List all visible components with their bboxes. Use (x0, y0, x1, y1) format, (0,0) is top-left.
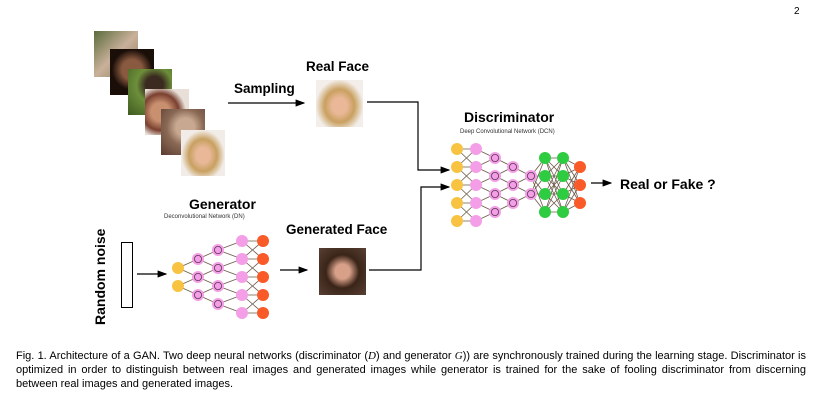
sampling-label: Sampling (234, 81, 295, 96)
discriminator-conv-node (557, 170, 569, 182)
generator-hidden-node (236, 289, 248, 301)
random-noise-vector (121, 242, 133, 308)
discriminator-hidden-node (489, 206, 501, 218)
generator-input-node (172, 262, 184, 274)
generator-title: Generator (189, 196, 256, 212)
discriminator-hidden-node (507, 179, 519, 191)
generator-hidden-node-ring (193, 272, 202, 281)
discriminator-output-node (574, 161, 586, 173)
generator-hidden-node-ring (193, 290, 202, 299)
generator-hidden-node-ring (213, 299, 222, 308)
discriminator-hidden-node (489, 188, 501, 200)
discriminator-input-node (451, 215, 463, 227)
generator-input-node (172, 280, 184, 292)
generator-output-node (257, 271, 269, 283)
discriminator-hidden-node-ring (490, 171, 499, 180)
generator-hidden-node (192, 271, 204, 283)
discriminator-hidden-node-ring (490, 207, 499, 216)
discriminator-hidden-node (525, 170, 537, 182)
dataset-face-6 (181, 130, 225, 176)
generator-hidden-node (236, 253, 248, 265)
generator-hidden-node-ring (213, 263, 222, 272)
generator-output-node (257, 235, 269, 247)
generator-output-node (257, 253, 269, 265)
discriminator-hidden-node (489, 152, 501, 164)
real-face-label: Real Face (306, 59, 370, 74)
discriminator-conv-node (539, 206, 551, 218)
network-edge (544, 157, 564, 213)
discriminator-input-node (451, 161, 463, 173)
generated-face-label: Generated Face (286, 222, 388, 237)
real-or-fake-label: Real or Fake ? (620, 176, 716, 192)
network-edge (530, 157, 546, 195)
discriminator-hidden-node-ring (490, 153, 499, 162)
generator-output-node (257, 307, 269, 319)
discriminator-hidden-node-ring (508, 180, 517, 189)
gan-architecture-figure: Sampling Real Face Discriminator Deep Co… (92, 31, 716, 325)
figure-caption: Fig. 1. Architecture of a GAN. Two deep … (16, 350, 807, 391)
generator-hidden-node-ring (213, 245, 222, 254)
generator-hidden-node (236, 271, 248, 283)
discriminator-conv-node (539, 170, 551, 182)
generator-hidden-node (236, 307, 248, 319)
generated-face-to-discriminator-arrow (369, 183, 451, 271)
discriminator-conv-node (539, 152, 551, 164)
discriminator-conv-node (557, 206, 569, 218)
discriminator-hidden-node (489, 170, 501, 182)
discriminator-input-node (451, 179, 463, 191)
discriminator-title: Discriminator (464, 109, 555, 125)
discriminator-hidden-node (470, 143, 482, 155)
page-number: 2 (794, 6, 800, 17)
discriminator-hidden-node-ring (527, 171, 536, 180)
generator-hidden-node (236, 235, 248, 247)
network-edge (544, 157, 564, 195)
discriminator-input-node (451, 197, 463, 209)
discriminator-hidden-node (470, 197, 482, 209)
discriminator-hidden-node (525, 188, 537, 200)
network-edge (544, 175, 564, 213)
generator-hidden-node (212, 298, 224, 310)
network-diagram (137, 99, 613, 319)
discriminator-hidden-node-ring (490, 189, 499, 198)
discriminator-output-node (574, 197, 586, 209)
discriminator-hidden-node-ring (527, 189, 536, 198)
generator-output-node (257, 289, 269, 301)
generator-hidden-node (212, 280, 224, 292)
real-face-image (316, 80, 363, 127)
discriminator-hidden-node (470, 161, 482, 173)
discriminator-hidden-node (470, 179, 482, 191)
discriminator-input-node (451, 143, 463, 155)
generator-hidden-node (212, 262, 224, 274)
discriminator-output-node (574, 179, 586, 191)
discriminator-conv-node (557, 152, 569, 164)
discriminator-hidden-node (507, 161, 519, 173)
discriminator-hidden-node (507, 197, 519, 209)
generator-hidden-node (192, 253, 204, 265)
generated-face-image (319, 248, 366, 295)
discriminator-hidden-node-ring (508, 198, 517, 207)
generator-hidden-node (212, 244, 224, 256)
real-face-to-discriminator-arrow (367, 101, 451, 174)
generator-hidden-node (192, 289, 204, 301)
network-edge (562, 166, 581, 213)
generator-hidden-node-ring (213, 281, 222, 290)
discriminator-conv-node (539, 188, 551, 200)
generator-subtitle: Deconvolutional Network (DN) (164, 214, 245, 220)
discriminator-hidden-node (470, 215, 482, 227)
discriminator-hidden-node-ring (508, 162, 517, 171)
discriminator-conv-node (557, 188, 569, 200)
generator-hidden-node-ring (193, 254, 202, 263)
discriminator-subtitle: Deep Convolutional Network (DCN) (460, 129, 555, 135)
